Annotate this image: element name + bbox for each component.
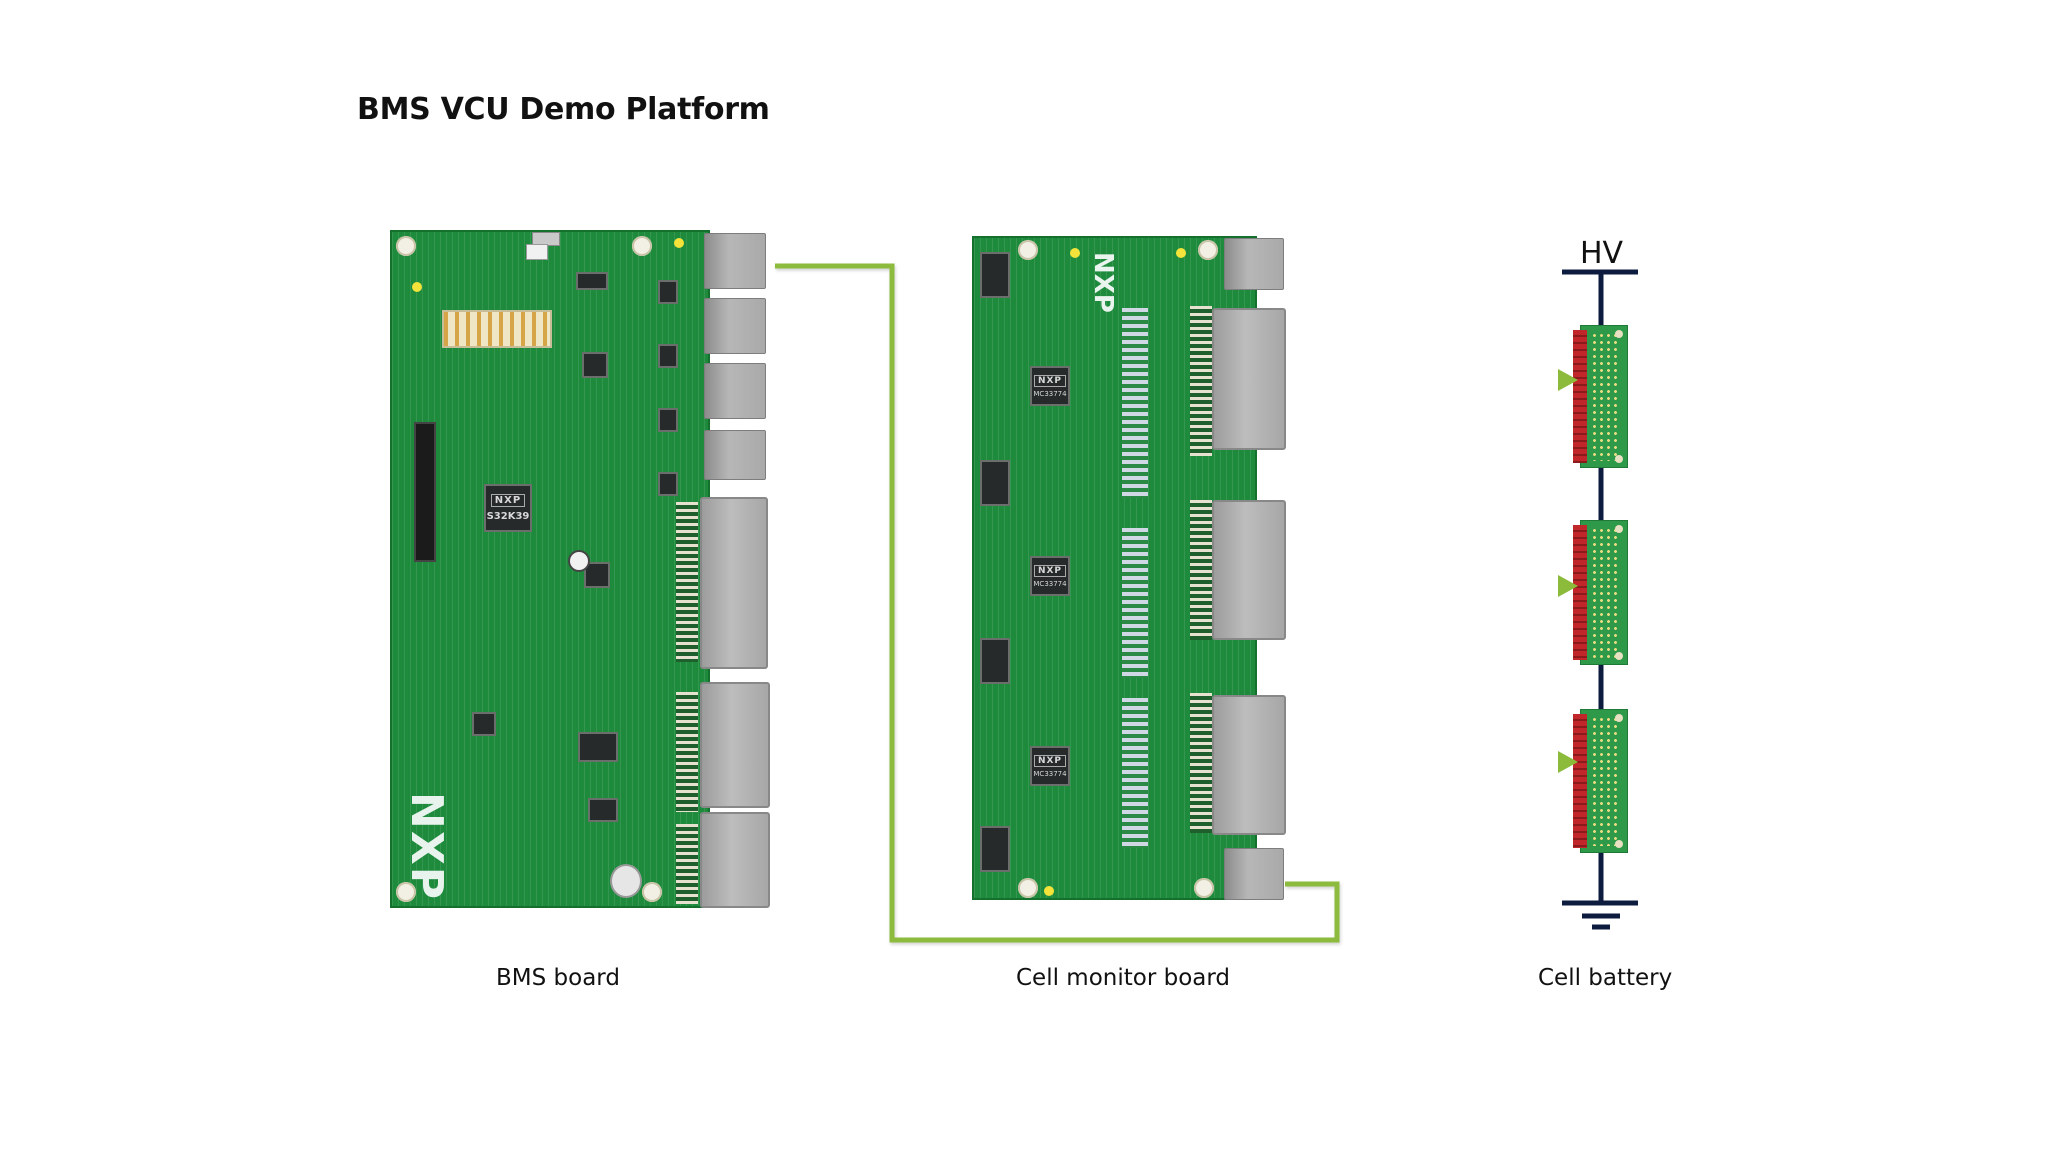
- bms-board: NXP S32K39 NXP: [390, 230, 710, 908]
- cell-battery-label: Cell battery: [1538, 965, 1673, 991]
- ic-brand: NXP: [1033, 754, 1067, 767]
- isolation-transformer: [658, 408, 678, 432]
- led: [1070, 248, 1080, 258]
- hv-label: HV: [1580, 236, 1624, 271]
- led: [412, 282, 422, 292]
- rj-connector: [704, 430, 766, 480]
- rj-connector: [704, 298, 766, 354]
- mounting-hole: [1198, 240, 1218, 260]
- cell-monitor-board-label: Cell monitor board: [1016, 965, 1231, 991]
- ic-brand: NXP: [1033, 564, 1067, 577]
- cell-connector-pins: [1573, 330, 1587, 463]
- isolation-transformer: [980, 252, 1010, 298]
- capacitor: [610, 864, 642, 898]
- nxp-logo: NXP: [1088, 252, 1118, 313]
- harness-connector: [1212, 308, 1286, 450]
- rj-connector: [1224, 238, 1284, 290]
- led: [674, 238, 684, 248]
- rj-connector: [704, 233, 766, 289]
- led: [1044, 886, 1054, 896]
- rj-connector: [1224, 848, 1284, 900]
- mcu-brand: NXP: [490, 494, 526, 507]
- rj-connector: [704, 363, 766, 419]
- harness-connector: [700, 497, 768, 669]
- monitor-ic: NXP MC33774: [1030, 746, 1070, 786]
- ic-brand: NXP: [1033, 374, 1067, 387]
- ic-chip: [582, 352, 608, 378]
- page-title: BMS VCU Demo Platform: [357, 92, 770, 127]
- pin-header: [442, 310, 552, 348]
- cell-module-1: [1573, 325, 1628, 468]
- mounting-hole: [1018, 240, 1038, 260]
- cell-connector-pins: [1573, 714, 1587, 848]
- monitor-ic: NXP MC33774: [1030, 366, 1070, 406]
- isolation-transformer: [658, 344, 678, 368]
- connector-pins: [1190, 306, 1212, 456]
- buzzer: [568, 550, 590, 572]
- cell-pads: [1591, 527, 1617, 658]
- led: [1176, 248, 1186, 258]
- isolation-transformer: [658, 472, 678, 496]
- cell-pads: [1591, 716, 1617, 846]
- ic-part: MC33774: [1033, 389, 1067, 398]
- connector-pins: [676, 502, 698, 662]
- nxp-logo: NXP: [401, 792, 452, 901]
- connector-pins: [1190, 500, 1212, 640]
- harness-connector: [700, 812, 770, 908]
- mounting-hole: [396, 236, 416, 256]
- mounting-hole: [1615, 330, 1623, 338]
- isolation-transformer: [658, 280, 678, 304]
- isolation-transformer: [980, 826, 1010, 872]
- mcu-part: S32K39: [486, 511, 530, 522]
- connector-pins: [676, 692, 698, 812]
- mounting-hole: [1194, 878, 1214, 898]
- mounting-hole: [1615, 652, 1623, 660]
- isolation-transformer: [980, 460, 1010, 506]
- mounting-hole: [1018, 878, 1038, 898]
- mcu-chip: NXP S32K39: [484, 484, 532, 532]
- ic-chip: [578, 732, 618, 762]
- mounting-hole: [1615, 455, 1623, 463]
- harness-connector: [1212, 500, 1286, 640]
- mounting-hole: [632, 236, 652, 256]
- monitor-ic: NXP MC33774: [1030, 556, 1070, 596]
- mounting-hole: [396, 882, 416, 902]
- isolation-transformer: [980, 638, 1010, 684]
- cell-pads: [1591, 332, 1617, 461]
- mounting-hole: [1615, 525, 1623, 533]
- resistor-array: [1122, 698, 1148, 848]
- mounting-hole: [642, 882, 662, 902]
- bms-board-label: BMS board: [496, 965, 620, 991]
- ic-chip: [588, 798, 618, 822]
- connector-pins: [1190, 693, 1212, 833]
- ic-part: MC33774: [1033, 769, 1067, 778]
- harness-connector: [1212, 695, 1286, 835]
- cell-module-2: [1573, 520, 1628, 665]
- resistor-array: [1122, 528, 1148, 678]
- resistor-array: [1122, 308, 1148, 498]
- mounting-hole: [1615, 714, 1623, 722]
- connector-pins: [676, 824, 698, 904]
- mounting-hole: [1615, 840, 1623, 848]
- push-button: [526, 244, 548, 260]
- ic-chip: [576, 272, 608, 290]
- ic-chip: [472, 712, 496, 736]
- cell-module-3: [1573, 709, 1628, 853]
- harness-connector: [700, 682, 770, 808]
- cell-connector-pins: [1573, 525, 1587, 660]
- board-edge-connector: [414, 422, 436, 562]
- ic-part: MC33774: [1033, 579, 1067, 588]
